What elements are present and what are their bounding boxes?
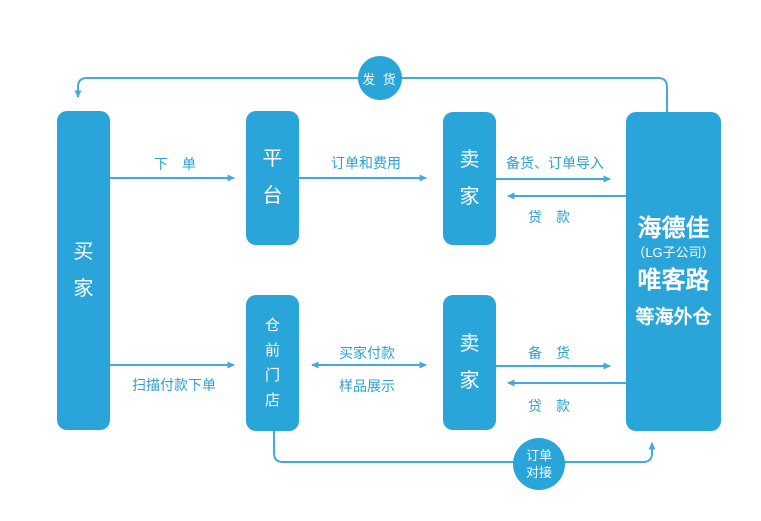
arrow-order-docking <box>273 431 656 463</box>
overseas-weikelu-line: 唯客路 <box>637 266 710 294</box>
edge-label-stock-bottom: 备 货 <box>528 345 570 361</box>
node-platform: 平 台 <box>246 111 299 245</box>
badge-ship: 发 货 <box>358 56 402 100</box>
edge-label-place-order: 下 单 <box>154 156 196 172</box>
node-store-label: 仓 前 门 店 <box>264 317 280 409</box>
node-seller-top: 卖 家 <box>443 112 496 245</box>
edge-label-stock-order-import: 备货、订单导入 <box>506 155 604 171</box>
node-seller-top-label: 卖 家 <box>459 148 480 208</box>
edge-label-scan-pay-order: 扫描付款下单 <box>132 377 216 393</box>
node-seller-bottom: 卖 家 <box>443 295 496 430</box>
overseas-subsidiary-line: （LG子公司） <box>632 244 715 260</box>
edge-label-sample-display: 样品展示 <box>339 378 395 394</box>
node-buyer-label: 买 家 <box>73 240 94 300</box>
node-buyer: 买 家 <box>57 111 110 430</box>
node-overseas-warehouse: 海德佳 （LG子公司） 唯客路 等海外仓 <box>626 112 721 431</box>
overseas-name-line: 海德佳 <box>637 214 710 242</box>
edge-label-payment-bottom: 贷 款 <box>528 398 570 414</box>
node-seller-bottom-label: 卖 家 <box>459 332 480 392</box>
node-platform-label: 平 台 <box>262 148 283 207</box>
node-store: 仓 前 门 店 <box>246 295 299 431</box>
edge-label-payment-top: 贷 款 <box>528 209 570 225</box>
badge-order-docking-label: 订单 对接 <box>525 448 552 480</box>
badge-ship-label: 发 货 <box>362 71 398 87</box>
badge-order-docking: 订单 对接 <box>513 438 565 490</box>
edge-label-order-and-fees: 订单和费用 <box>331 155 401 171</box>
edge-label-buyer-payment: 买家付款 <box>339 345 395 361</box>
overseas-etc-line: 等海外仓 <box>635 306 712 328</box>
